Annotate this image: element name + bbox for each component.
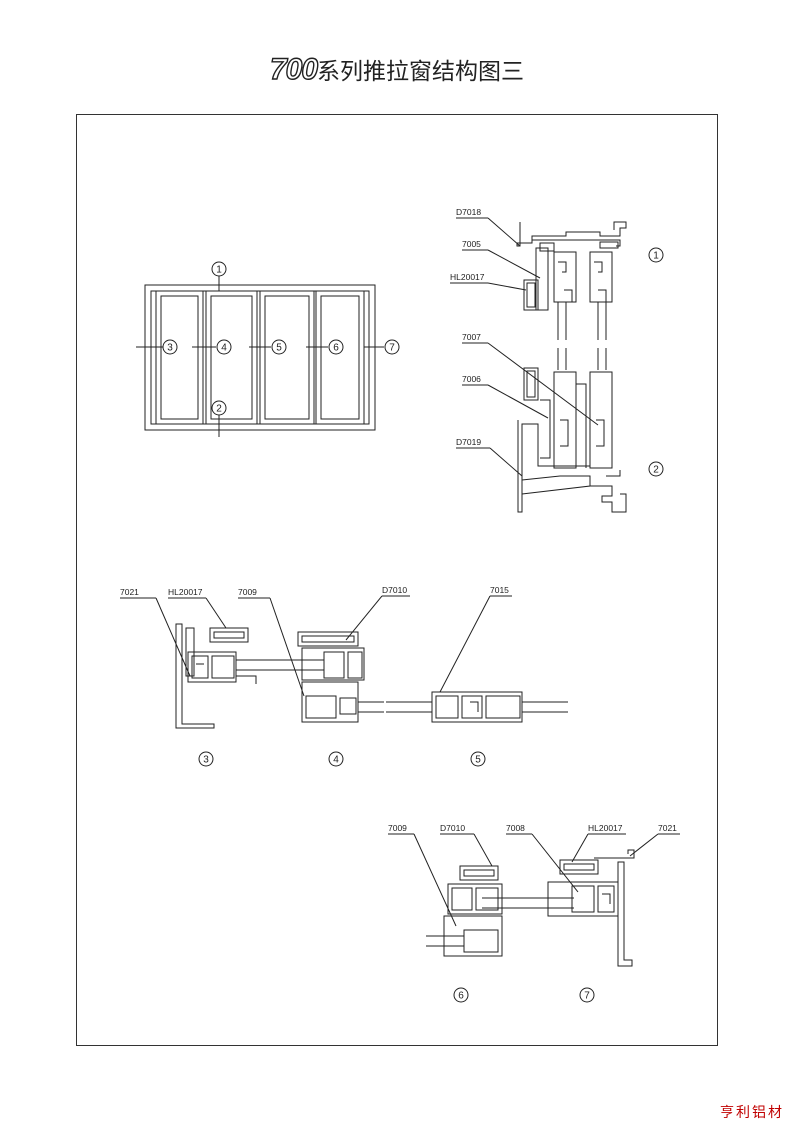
label-7005: 7005 <box>462 239 481 249</box>
label-7009-b: 7009 <box>388 823 407 833</box>
vsec-marker-1: 1 <box>653 251 659 262</box>
vsec-marker-2: 2 <box>653 465 659 476</box>
vertical-section <box>450 217 664 513</box>
label-hl20017-c: HL20017 <box>588 823 623 833</box>
label-d7018: D7018 <box>456 207 481 217</box>
series-number: 700 <box>269 52 318 86</box>
horizontal-section-right <box>388 833 680 1003</box>
label-7015: 7015 <box>490 585 509 595</box>
title-text: 系列推拉窗结构图三 <box>317 59 525 85</box>
drawing-border <box>76 114 718 1046</box>
label-d7010-b: D7010 <box>440 823 465 833</box>
marker-3-label: 3 <box>167 343 173 354</box>
label-7007: 7007 <box>462 332 481 342</box>
hsec-marker-7: 7 <box>584 991 590 1002</box>
marker-6-label: 6 <box>333 343 339 354</box>
marker-2-label: 2 <box>216 404 222 415</box>
marker-5-label: 5 <box>276 343 282 354</box>
hsec-marker-3: 3 <box>203 755 209 766</box>
marker-4-label: 4 <box>221 343 227 354</box>
page-title: 700系列推拉窗结构图三 <box>0 52 794 87</box>
label-hl20017: HL20017 <box>450 272 485 282</box>
label-7021: 7021 <box>120 587 139 597</box>
window-elevation <box>136 261 400 437</box>
horizontal-section-right-labels: 7009 D7010 7008 HL20017 7021 6 7 <box>388 823 677 1002</box>
hsec-marker-4: 4 <box>333 755 339 766</box>
label-7006: 7006 <box>462 374 481 384</box>
elevation-markers: 1 2 3 4 5 6 7 <box>167 265 395 415</box>
label-hl20017-b: HL20017 <box>168 587 203 597</box>
marker-1-label: 1 <box>216 265 222 276</box>
marker-7-label: 7 <box>389 343 395 354</box>
horizontal-section-left <box>120 595 568 767</box>
label-d7019: D7019 <box>456 437 481 447</box>
hsec-marker-5: 5 <box>475 755 481 766</box>
label-7008: 7008 <box>506 823 525 833</box>
label-7009: 7009 <box>238 587 257 597</box>
hsec-marker-6: 6 <box>458 991 464 1002</box>
vertical-section-labels: D7018 7005 HL20017 7007 7006 D7019 1 2 <box>450 207 659 476</box>
brand-footer: 亨利铝材 <box>720 1105 784 1121</box>
label-d7010: D7010 <box>382 585 407 595</box>
horizontal-section-left-labels: 7021 HL20017 7009 D7010 7015 3 4 5 <box>120 585 509 766</box>
label-7021-b: 7021 <box>658 823 677 833</box>
